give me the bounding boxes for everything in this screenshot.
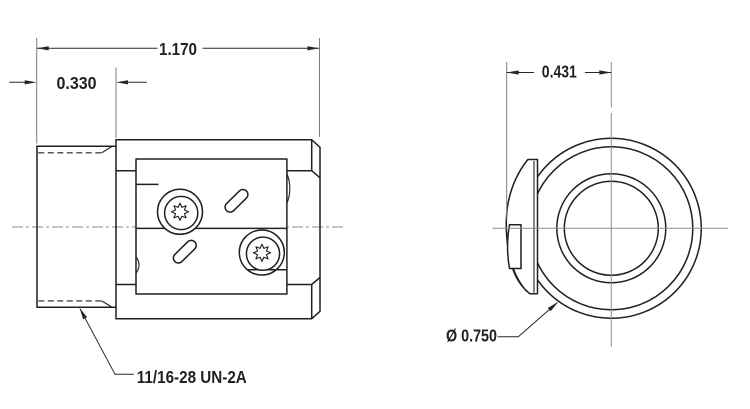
- front-view: [492, 62, 728, 347]
- thread-chamfer-top: [101, 146, 113, 154]
- dim-text-overall-length: 1.170: [159, 39, 197, 59]
- dim-text-thread-length: 0.330: [57, 73, 97, 93]
- side-view: [12, 138, 345, 320]
- arrowhead-icon: [307, 46, 320, 51]
- upper-screw-head: [163, 195, 199, 231]
- right-chamfer-diag-bottom: [311, 276, 321, 286]
- lower-slot: [172, 239, 197, 264]
- dim-text-flat-to-center: 0.431: [542, 62, 577, 82]
- leader-line: [497, 302, 558, 338]
- dimension-flat-to-center: 0.431: [506, 62, 612, 219]
- arrowhead-icon: [79, 307, 88, 320]
- arrowhead-icon: [24, 80, 37, 85]
- bore-arc-right: [286, 173, 291, 204]
- callout-thread-spec: 11/16-28 UN-2A: [79, 307, 247, 387]
- flange-pocket: [506, 224, 522, 270]
- upper-slot: [224, 188, 249, 213]
- arrowhead-icon: [116, 80, 128, 85]
- threaded-barrel: [36, 145, 116, 309]
- flange: [505, 158, 539, 295]
- thread-chamfer-bottom: [101, 300, 113, 308]
- upper-screw: [156, 188, 204, 236]
- bore-arc-left: [135, 256, 140, 274]
- label-thread-spec: 11/16-28 UN-2A: [137, 367, 247, 387]
- lower-screw-head: [245, 236, 281, 272]
- lower-screw-torx-icon: [252, 243, 272, 262]
- arrowhead-icon: [36, 46, 49, 51]
- dimension-thread-length: 0.330: [9, 67, 147, 138]
- right-chamfer-diag-top: [311, 170, 321, 179]
- label-outer-diameter: Ø 0.750: [446, 326, 497, 346]
- arrowhead-icon: [506, 70, 519, 75]
- upper-screw-torx-icon: [170, 202, 190, 221]
- arrowhead-icon: [547, 301, 559, 312]
- dimension-overall-length: 1.170: [36, 38, 320, 144]
- leader-line: [79, 308, 134, 375]
- callout-outer-diameter: Ø 0.750: [446, 301, 559, 346]
- lower-screw: [238, 229, 287, 276]
- arrowhead-icon: [599, 70, 612, 75]
